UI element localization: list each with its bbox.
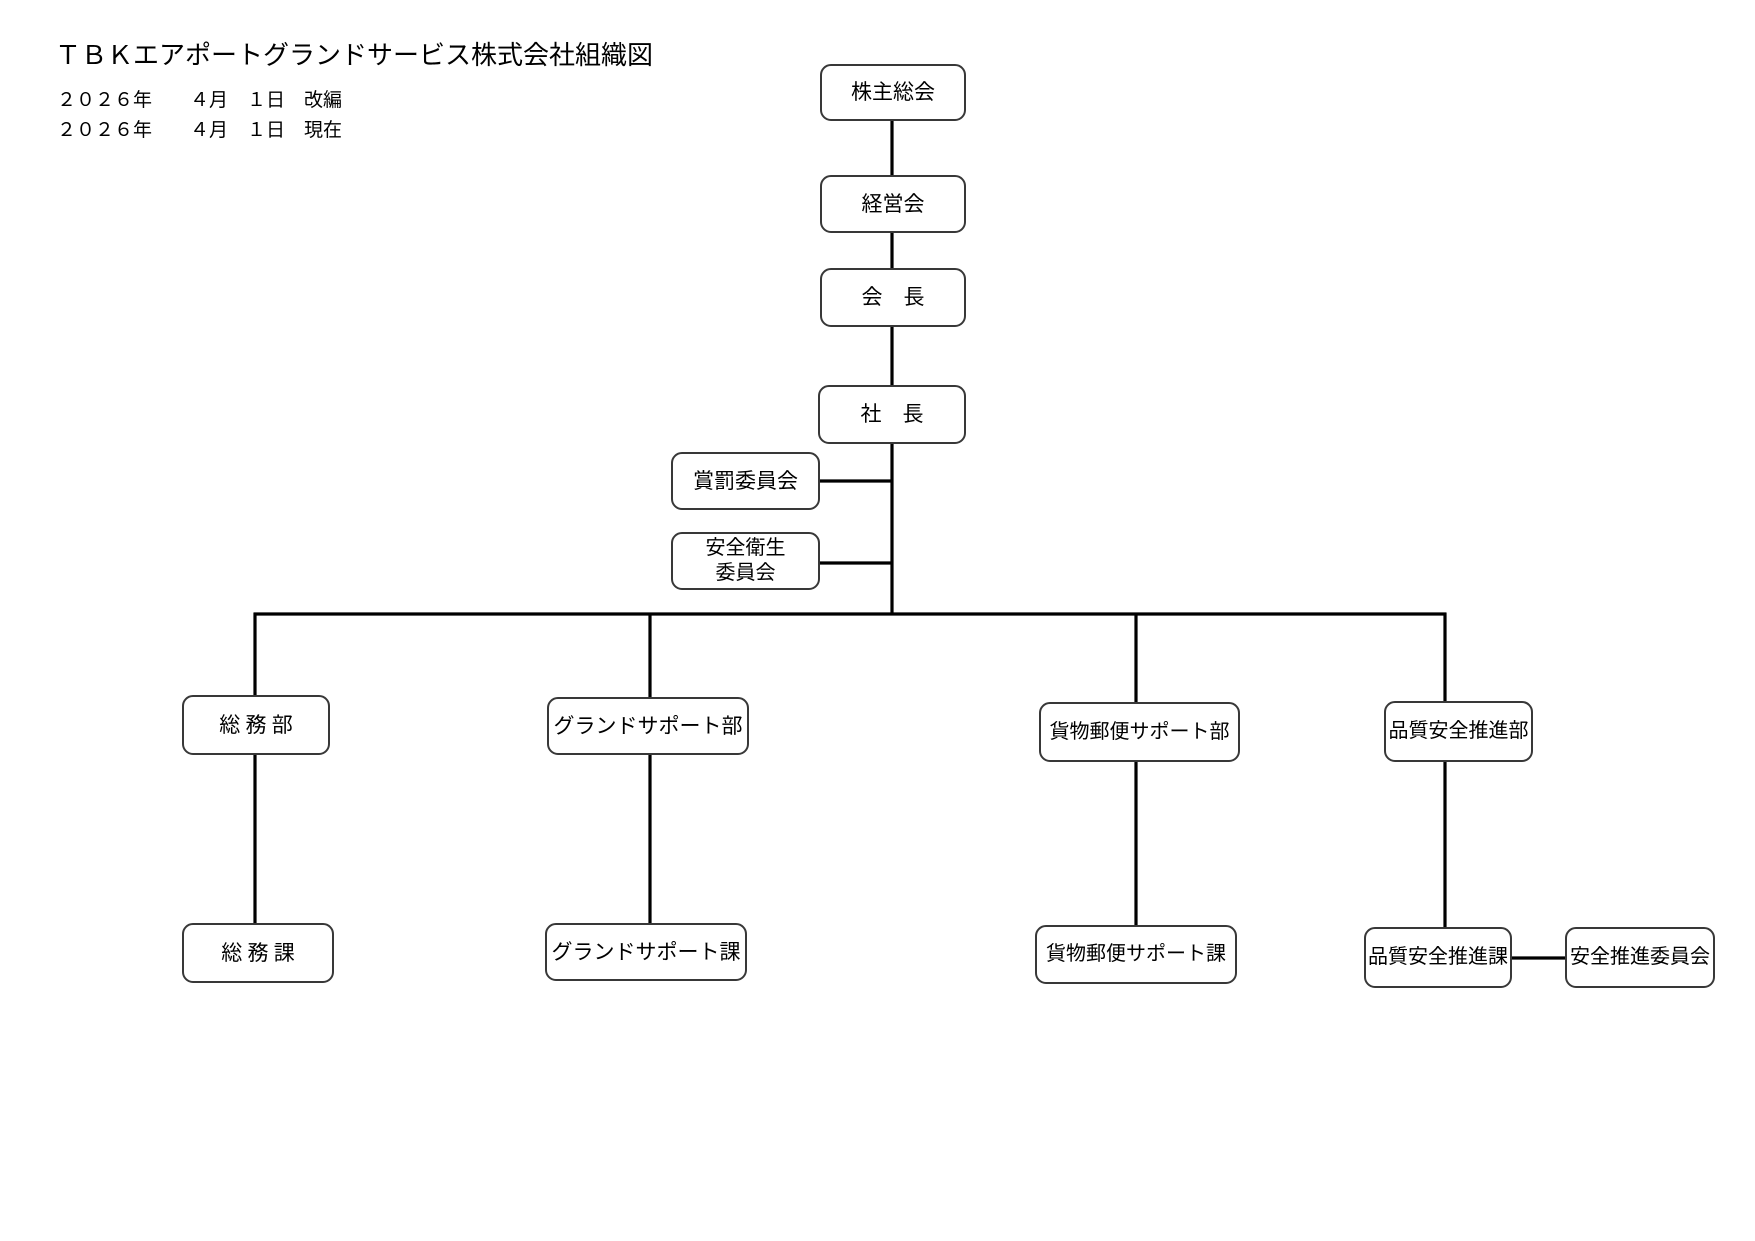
node-quality-safety-promotion-department: 品質安全推進部: [1384, 701, 1533, 762]
node-general-affairs-department: 総 務 部: [182, 695, 330, 755]
page-title: ＴＢＫエアポートグランドサービス株式会社組織図: [55, 41, 654, 70]
node-reward-punishment-committee: 賞罰委員会: [671, 452, 820, 510]
node-safety-promotion-committee: 安全推進委員会: [1565, 927, 1715, 988]
node-ground-support-department: グランドサポート部: [547, 697, 749, 755]
current-date: ２０２６年 ４月 １日 現在: [57, 120, 343, 141]
node-shareholders-meeting: 株主総会: [820, 64, 966, 121]
node-safety-health-committee: 安全衛生 委員会: [671, 532, 820, 590]
node-chairman: 会 長: [820, 268, 966, 327]
node-quality-safety-promotion-section: 品質安全推進課: [1364, 927, 1512, 988]
node-president: 社 長: [818, 385, 966, 444]
node-cargo-mail-support-section: 貨物郵便サポート課: [1035, 925, 1237, 984]
node-general-affairs-section: 総 務 課: [182, 923, 334, 983]
node-cargo-mail-support-department: 貨物郵便サポート部: [1039, 702, 1240, 762]
node-management-council: 経営会: [820, 175, 966, 233]
revised-date: ２０２６年 ４月 １日 改編: [57, 90, 343, 111]
node-ground-support-section: グランドサポート課: [545, 923, 747, 981]
